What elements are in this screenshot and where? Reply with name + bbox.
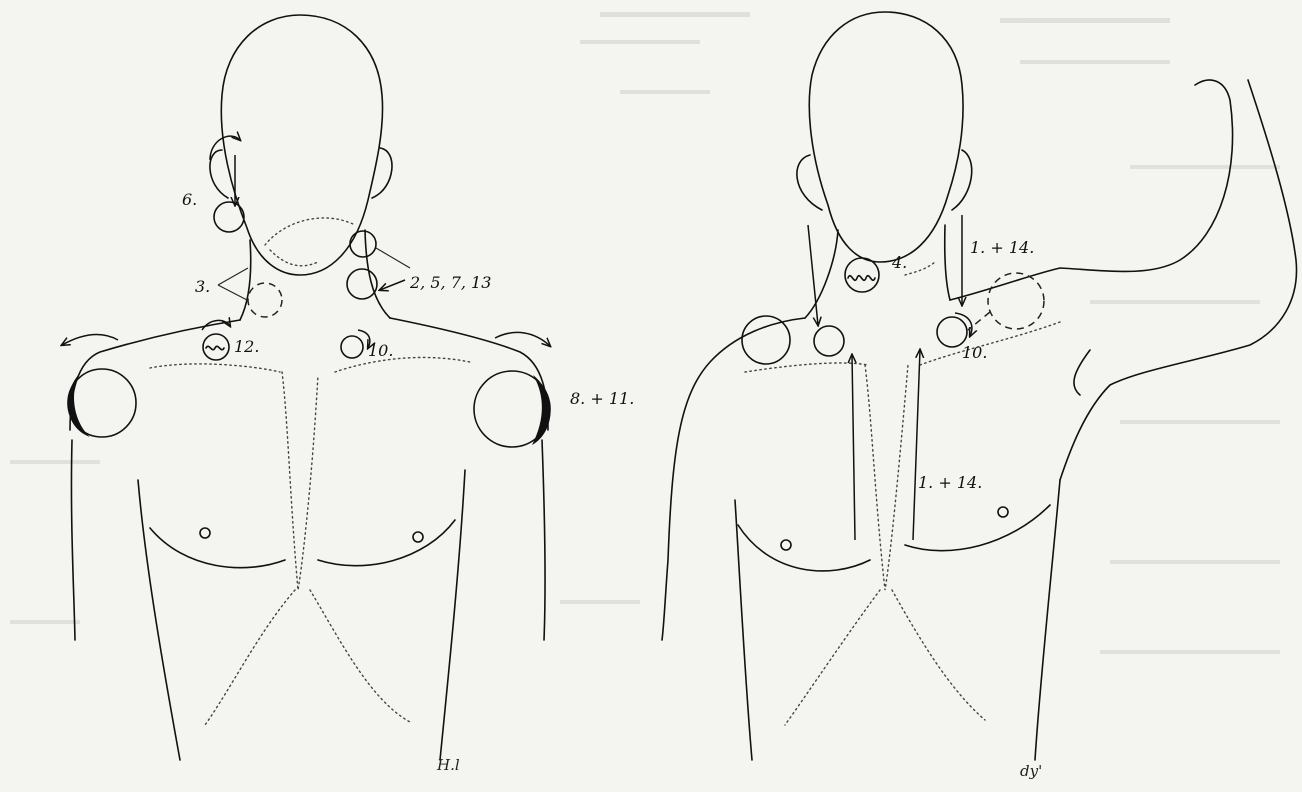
right-sternum-dotted [865,365,908,590]
point-2-5-7-13-pointer-upper [376,248,410,268]
right-head-outline [809,12,963,262]
right-left-pectoral-line [738,525,870,571]
left-signature: H.l [436,756,460,774]
ribcage-right-dotted [310,590,410,722]
mandible-dotted [265,218,355,245]
point-8-11-left-arrow [62,335,118,345]
label-point-3: 3. [195,277,210,296]
right-shoulder-outline [390,318,548,430]
label-point-1-14-lower: 1. + 14. [918,473,982,492]
right-left-shoulder-outline [662,318,805,640]
arrow-1-14-down-left [808,225,818,325]
right-head-right-ear [952,150,972,210]
point-8-11-right-arrow [495,332,550,346]
raised-arm-upper-outline [950,80,1233,300]
label-point-6: 6. [182,190,197,209]
right-signature: dy' [1020,762,1042,780]
left-nipple [200,528,210,538]
point-10-circle [341,336,363,358]
sternum-dotted [282,372,318,590]
right-left-nipple [781,540,791,550]
point-12-scribble [206,346,224,349]
point-10-right-arrow [955,313,972,336]
left-arm-outline [71,440,75,640]
point-8-11-left-shading [68,373,90,437]
left-figure: 6. 3. 2, 5, 7, 13 12. 10. 8. + 11. H.l [62,15,634,774]
neck-left-outline [240,240,251,320]
label-point-1-14-upper: 1. + 14. [970,238,1034,257]
right-arm-outline [542,440,545,640]
arrow-1-14-up-left [852,355,855,540]
left-clavicle-dotted [150,364,280,372]
label-point-12: 12. [234,337,259,356]
point-3-dashed-circle [248,283,282,317]
neck-right-outline [365,230,390,318]
right-ribcage-left-dotted [785,590,880,725]
right-left-shoulder-circle [742,316,790,364]
right-right-clavicle-dotted [920,322,1060,365]
point-2-5-7-13-upper-circle [350,231,376,257]
right-torso-side [440,470,465,760]
right-ear-outline [372,148,392,198]
left-pectoral-line [150,528,285,568]
point-12-arrow [202,320,230,330]
right-clavicle-circle [814,326,844,356]
point-4-scribble [848,276,875,281]
bleed-through-texture [10,12,1280,654]
right-figure: 4. 1. + 14. 10. 1. + 14. dy' [662,12,1297,780]
label-point-4: 4. [891,253,907,272]
label-point-10-right: 10. [962,343,987,362]
right-clavicle-dotted [335,357,470,372]
armpit-line [1074,350,1090,395]
label-point-10: 10. [368,341,393,360]
right-right-nipple [998,507,1008,517]
point-2-5-7-13-lower-circle [347,269,377,299]
ribcage-left-dotted [205,590,295,725]
arrow-1-14-up-right [913,350,920,540]
right-head-left-ear [797,155,822,210]
dashed-connector [968,312,990,330]
right-pectoral-line [318,520,455,566]
right-nipple [413,532,423,542]
point-4-dotted-chain [905,262,935,275]
point-3-pointer [218,268,248,300]
right-ribcage-right-dotted [892,590,985,720]
left-torso-side [138,480,180,760]
point-2-5-7-13-pointer-lower [380,280,405,290]
label-point-2-5-7-13: 2, 5, 7, 13 [409,273,491,292]
point-6-circle [214,202,244,232]
right-right-pectoral-line [905,505,1050,551]
right-neck-right-outline [945,225,950,300]
left-head-outline [221,15,382,275]
right-right-torso-side [1035,480,1060,760]
left-shoulder-outline [70,320,240,430]
hyoid-dotted [270,250,318,266]
label-point-8-11: 8. + 11. [570,389,634,408]
point-8-11-right-shading [532,375,551,445]
